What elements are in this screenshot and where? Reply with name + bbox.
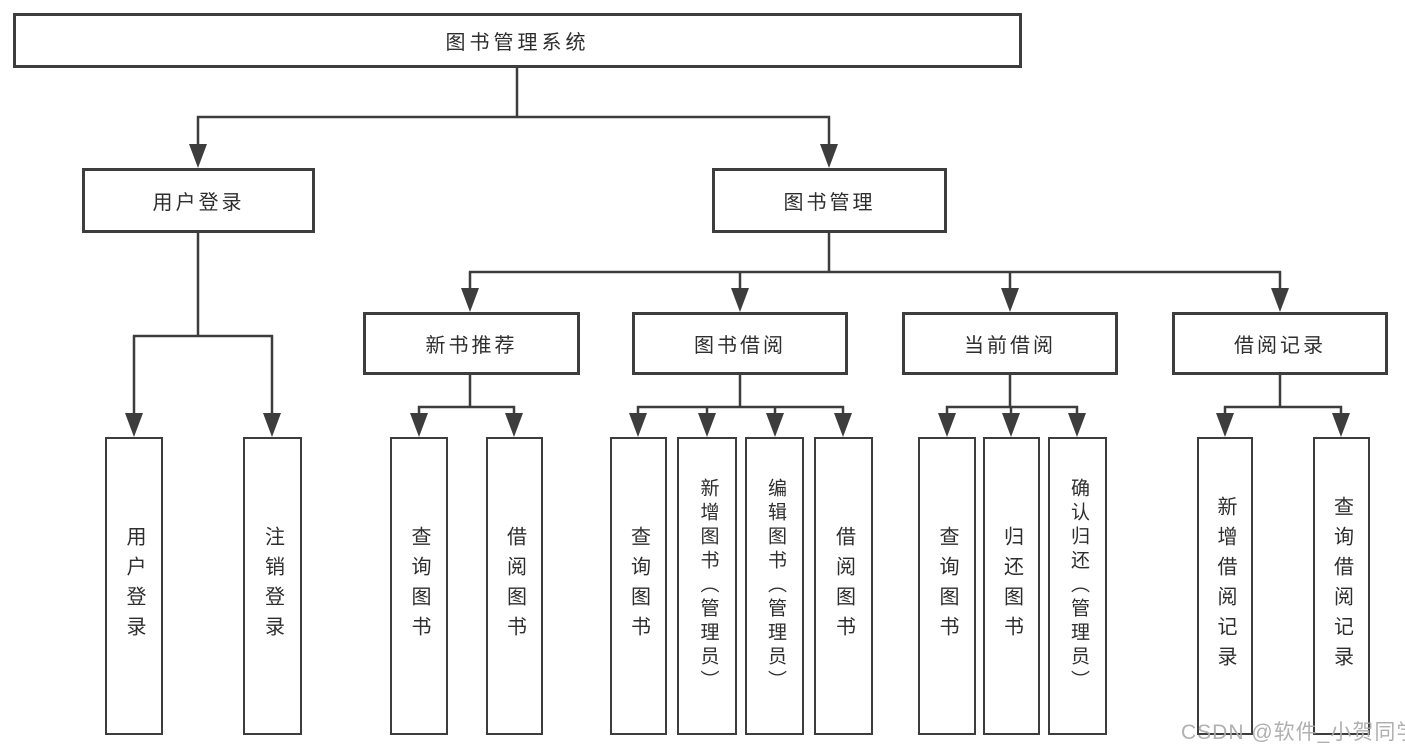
group-book-borrowing-box: 图书借阅 xyxy=(632,312,848,375)
branch-user-login-label: 用户登录 xyxy=(152,192,245,214)
group-new-book-recommend-label: 新书推荐 xyxy=(425,335,518,357)
root-node-box: 图书管理系统 xyxy=(13,13,1022,68)
leaf-query-books-recommend-label: 查询图书 xyxy=(408,526,430,646)
branch-book-management-label: 图书管理 xyxy=(783,192,876,214)
leaf-return-books-label: 归还图书 xyxy=(1000,526,1023,646)
leaf-confirm-return-admin-label: 确认归还（管理员） xyxy=(1067,478,1089,694)
leaf-borrow-books-recommend-label: 借阅图书 xyxy=(503,526,526,646)
leaf-confirm-return-admin: 确认归还（管理员） xyxy=(1048,437,1107,735)
leaf-logout-login-label: 注销登录 xyxy=(261,526,284,646)
branch-user-login-box: 用户登录 xyxy=(82,168,315,233)
leaf-user-login-label: 用户登录 xyxy=(123,526,145,646)
group-current-borrowing-box: 当前借阅 xyxy=(902,312,1118,375)
connector-book-management-to-groups xyxy=(468,232,1282,291)
group-borrowing-records-box: 借阅记录 xyxy=(1172,312,1388,375)
leaf-edit-books-admin: 编辑图书（管理员） xyxy=(745,437,804,735)
root-node-label: 图书管理系统 xyxy=(445,32,590,54)
leaf-return-books: 归还图书 xyxy=(983,437,1040,735)
watermark: CSDN @软件_小贺同学 xyxy=(1181,721,1405,744)
leaf-add-borrow-record: 新增借阅记录 xyxy=(1197,437,1253,735)
leaf-query-books-current-label: 查询图书 xyxy=(936,526,958,646)
leaf-user-login: 用户登录 xyxy=(105,437,163,735)
connector-user-login-to-leaves xyxy=(132,232,274,416)
leaf-query-borrow-record: 查询借阅记录 xyxy=(1313,437,1370,735)
leaf-add-books-admin: 新增图书（管理员） xyxy=(677,437,737,735)
connector-root-to-level1 xyxy=(196,66,831,147)
leaf-edit-books-admin-label: 编辑图书（管理员） xyxy=(764,478,786,694)
group-borrowing-records-label: 借阅记录 xyxy=(1234,335,1326,357)
connector-borrowing-records-to-leaves xyxy=(1223,374,1343,416)
group-book-borrowing-label: 图书借阅 xyxy=(694,335,786,357)
group-new-book-recommend-box: 新书推荐 xyxy=(363,312,580,375)
leaf-borrow-books-recommend: 借阅图书 xyxy=(486,437,543,735)
connector-book-borrowing-to-leaves xyxy=(636,374,845,416)
connector-current-borrowing-to-leaves xyxy=(945,374,1079,416)
leaf-borrow-books-borrowing: 借阅图书 xyxy=(814,437,873,735)
leaf-query-books-recommend: 查询图书 xyxy=(390,437,448,735)
leaf-add-books-admin-label: 新增图书（管理员） xyxy=(697,478,719,694)
group-current-borrowing-label: 当前借阅 xyxy=(964,335,1056,357)
leaf-query-books-borrowing: 查询图书 xyxy=(610,437,667,735)
connector-new-book-recommend-to-leaves xyxy=(417,374,516,416)
leaf-add-borrow-record-label: 新增借阅记录 xyxy=(1214,496,1236,676)
branch-book-management-box: 图书管理 xyxy=(712,168,947,233)
leaf-query-books-borrowing-label: 查询图书 xyxy=(627,526,650,646)
leaf-logout-login: 注销登录 xyxy=(243,437,302,735)
leaf-borrow-books-borrowing-label: 借阅图书 xyxy=(832,526,855,646)
leaf-query-borrow-record-label: 查询借阅记录 xyxy=(1330,496,1353,676)
leaf-query-books-current: 查询图书 xyxy=(918,437,976,735)
